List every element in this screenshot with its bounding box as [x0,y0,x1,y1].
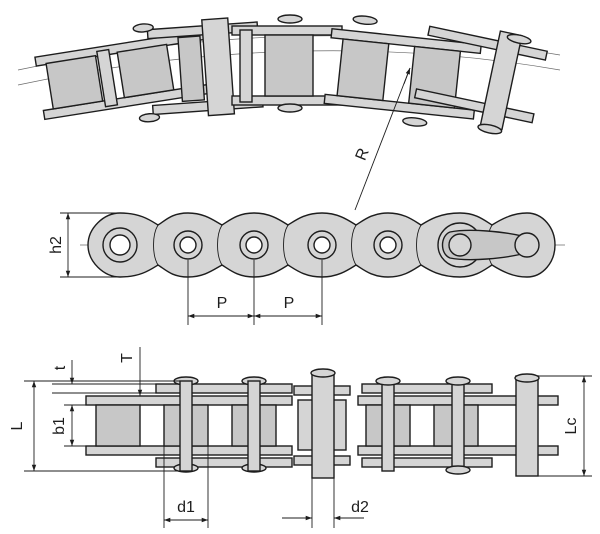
pitch-label-1: P [217,295,228,312]
radius-arrow [403,67,411,85]
t-label: t [52,365,69,370]
curved-link-5 [413,25,549,135]
curved-link-2 [132,17,264,123]
curved-chain-view: R [17,14,561,211]
pitch-label-2: P [284,295,295,312]
pin-hole-1 [109,234,131,256]
radius-leader [354,67,411,211]
h2-label: h2 [48,236,65,254]
curved-link-3 [231,14,343,113]
d1-label: d1 [177,499,195,516]
pin-hole-5 [379,236,397,254]
pin-hole-4 [313,236,331,254]
d2-label: d2 [351,499,369,516]
curved-link-1 [34,29,214,121]
curved-link-4 [323,15,482,127]
radius-label: R [353,146,373,163]
pin-hole-3 [245,236,263,254]
pin-hole-2 [179,236,197,254]
L-label: L [9,421,26,430]
b1-label: b1 [51,417,68,435]
connecting-pin [311,371,335,479]
plan-view: L t T b1 Lc d1 d2 [9,347,592,528]
side-profile-view: h2 P P [48,212,565,325]
T-label: T [119,353,136,363]
Lc-label: Lc [563,418,580,435]
